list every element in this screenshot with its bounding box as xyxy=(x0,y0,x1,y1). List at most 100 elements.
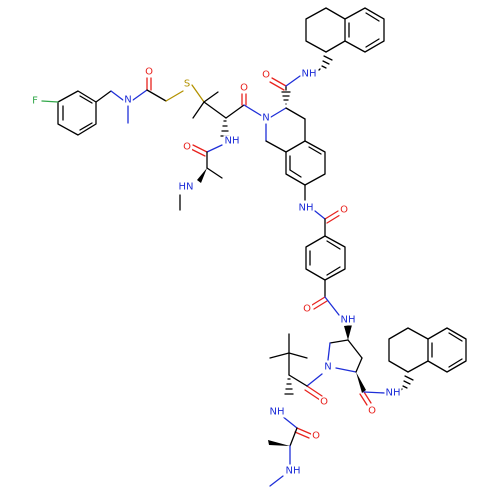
atom-label: NH xyxy=(299,203,314,214)
fluorophenyl-ring-inner-bond-3 xyxy=(79,122,93,131)
fluorophenyl-ring-inner-bond-2 xyxy=(79,95,93,104)
atom-label: NH xyxy=(286,466,301,477)
tle-co-o-a xyxy=(306,385,323,397)
tle-nh-co-bond xyxy=(281,415,298,429)
tic-ch-ch2-bond xyxy=(285,107,306,120)
ch2-s-bond xyxy=(165,90,184,102)
tic-benzo-inner-1 xyxy=(308,146,322,155)
atom-label-halo xyxy=(144,66,155,78)
tic-ring xyxy=(265,107,326,186)
cq-calpha-bond xyxy=(203,101,227,119)
n-carbonyl-bond xyxy=(132,89,148,101)
hash-line-9 xyxy=(318,68,321,71)
atom-label: N xyxy=(124,95,131,106)
atom-label: N xyxy=(324,362,331,373)
pyrN-tle-co-bond xyxy=(306,373,323,387)
tetralin-top-aromatic xyxy=(344,7,385,53)
atom-label: O xyxy=(312,431,320,442)
atom-label-halo xyxy=(367,405,378,417)
fluorophenyl-ring-bonds xyxy=(57,90,97,136)
atom-label-halo xyxy=(261,112,271,124)
tle-tbu-me-left xyxy=(269,352,290,359)
tere-co1-b xyxy=(326,214,341,224)
tetralin-bot-bond-a xyxy=(407,360,429,373)
cq-methyl-b xyxy=(192,101,205,119)
atom-label: NH xyxy=(302,69,317,80)
hash-line-10 xyxy=(321,65,327,69)
atom-label: O xyxy=(340,205,348,216)
cq-methyl-a xyxy=(203,91,219,103)
atom-label: NH xyxy=(341,315,356,326)
terephthaloyl-ring xyxy=(305,235,346,281)
atom-label: N xyxy=(262,113,269,124)
tere-co1-a xyxy=(324,210,339,220)
tere-co2-b xyxy=(313,300,328,310)
pyr-n-c2 xyxy=(335,367,357,373)
ala2-co-o-a xyxy=(296,427,312,435)
ala2-co-calpha-bond xyxy=(289,427,298,447)
atom-label-halo xyxy=(223,135,241,147)
atom-label: O xyxy=(183,142,191,153)
tic-co-o-b xyxy=(269,81,285,91)
hash-line-11 xyxy=(322,60,330,65)
atom-label: F xyxy=(32,96,38,107)
atom-label: O xyxy=(303,304,311,315)
pyrrolidine-ring xyxy=(327,325,363,373)
atom-label-halo xyxy=(300,68,318,80)
tle-co-o-b xyxy=(304,389,321,401)
atom-label: O xyxy=(240,83,248,94)
pyr-c5-n xyxy=(327,342,331,361)
pyr-c3-c2 xyxy=(355,357,363,373)
tic-benzo-inner-2 xyxy=(289,169,302,178)
pyr-c4-c3 xyxy=(347,339,363,359)
pyr-co-o-b xyxy=(359,393,368,406)
atom-label: NH xyxy=(386,388,401,399)
ala-co-o-bond-a xyxy=(192,144,208,153)
ala2-wedge xyxy=(268,440,290,446)
atom-label-halo xyxy=(31,95,40,107)
tic-co-o-a xyxy=(271,77,287,87)
nh-ala-co-bond xyxy=(206,144,223,153)
atom-label: NH xyxy=(270,407,285,418)
tere-inner-2 xyxy=(326,240,341,250)
tetralin-bot-aromatic xyxy=(427,327,467,373)
tetralin-bot-satring xyxy=(388,327,429,373)
tic-ch2-ar-bond xyxy=(265,140,287,153)
ala-methyl-bond xyxy=(206,167,223,179)
c-f-bond xyxy=(41,100,59,103)
ala2-n-methyl-bond xyxy=(269,475,284,487)
tetralin-bot-inner-3 xyxy=(448,358,463,368)
atom-label-halo xyxy=(182,78,192,90)
tere-inner-3 xyxy=(326,266,341,276)
atom-label: HN xyxy=(179,182,194,193)
atom-label-halo xyxy=(384,387,402,399)
atom-label: O xyxy=(320,397,328,408)
calpha-co-bond xyxy=(225,104,245,119)
tic-n-ch-bond xyxy=(270,107,287,118)
tic-benzo-ring xyxy=(285,140,326,186)
tetralin-bot-inner-2 xyxy=(448,332,463,342)
tetralin2-hash xyxy=(400,375,414,391)
tetralin-top-inner-3 xyxy=(365,38,380,48)
tic-co-nh-bond xyxy=(285,75,301,87)
pyr-co-nh-bond xyxy=(363,391,386,394)
pyr-co-wedge xyxy=(356,372,366,393)
s-cq-bond xyxy=(191,84,205,103)
tetralin-top-satring xyxy=(305,7,346,53)
atom-label-halo xyxy=(261,69,272,81)
calpha-nh-hash xyxy=(220,120,230,137)
tetralin1-hash xyxy=(318,55,333,71)
atom-label-halo xyxy=(339,204,350,216)
tere-co2-a xyxy=(311,296,326,306)
nh-tere-co-bond xyxy=(314,210,326,220)
atom-label: S xyxy=(184,79,190,90)
atom-labels: F N O S O N NH O NH O HN NH O O NH N O N… xyxy=(31,66,402,477)
atom-label-halo xyxy=(302,303,313,315)
atom-label-halo xyxy=(177,181,195,193)
hash-line-14 xyxy=(402,385,408,389)
tetralin-ring-bottom xyxy=(388,327,467,373)
pyr-c4-c5 xyxy=(329,339,349,344)
atom-label: O xyxy=(262,70,270,81)
